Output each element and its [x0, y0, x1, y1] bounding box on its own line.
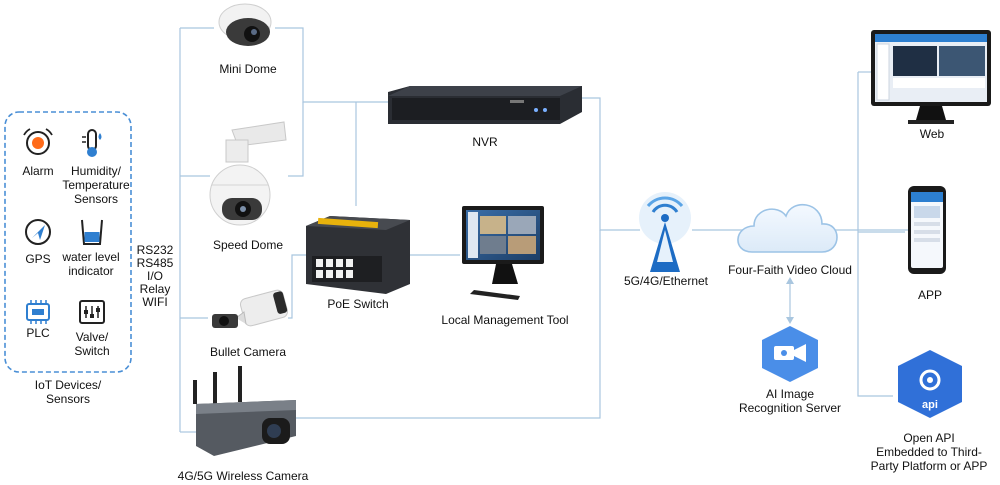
- api-label: Open API Embedded to Third- Party Platfo…: [870, 431, 988, 473]
- interface-list: RS232 RS485 I/O Relay WIFI: [130, 244, 180, 309]
- wireless-camera-icon: [193, 366, 296, 456]
- iot-label-gps: GPS: [25, 252, 51, 266]
- interface-rs485: RS485: [136, 256, 174, 270]
- iot-label-plc: PLC: [26, 326, 50, 340]
- water-level-icon: [81, 219, 103, 245]
- iot-label-valve: Valve/ Switch: [74, 330, 110, 358]
- cloud-icon: [737, 203, 838, 253]
- interface-io: I/O: [146, 269, 163, 283]
- speed-dome-label: Speed Dome: [212, 238, 284, 252]
- wireless-camera-label: 4G/5G Wireless Camera: [177, 469, 309, 483]
- ai-camera-icon: [762, 326, 818, 382]
- network-label: 5G/4G/Ethernet: [623, 274, 709, 288]
- web-label: Web: [919, 127, 945, 141]
- web-monitor-icon: [871, 30, 991, 124]
- iot-label-alarm: Alarm: [22, 164, 54, 178]
- interface-relay: Relay: [139, 282, 171, 296]
- iot-label-water-level: water level indicator: [62, 250, 120, 278]
- app-label: APP: [917, 288, 942, 302]
- cloud-label: Four-Faith Video Cloud: [728, 263, 852, 277]
- local-tool-label: Local Management Tool: [441, 313, 569, 327]
- iot-group-label: IoT Devices/ Sensors: [34, 378, 102, 406]
- api-badge-label: api: [922, 399, 938, 411]
- gps-icon: [25, 219, 51, 245]
- cell-tower-icon: [639, 192, 691, 272]
- plc-icon: [26, 300, 50, 324]
- poe-switch-icon: [306, 216, 410, 294]
- monitor-icon: [462, 206, 544, 300]
- poe-switch-label: PoE Switch: [327, 297, 389, 311]
- nvr-icon: [388, 86, 582, 124]
- ai-link-arrows: [786, 277, 794, 324]
- api-icon: [898, 350, 962, 418]
- interface-rs232: RS232: [136, 243, 174, 257]
- iot-label-humidity: Humidity/ Temperature Sensors: [62, 164, 130, 206]
- alarm-icon: [23, 128, 53, 155]
- iot-group-box: [4, 111, 132, 373]
- nvr-label: NVR: [472, 135, 498, 149]
- valve-switch-icon: [79, 300, 105, 324]
- interface-wifi: WIFI: [142, 295, 168, 309]
- phone-icon: [908, 186, 946, 274]
- bullet-camera-label: Bullet Camera: [209, 345, 287, 359]
- connector-lines: [179, 27, 910, 433]
- bullet-camera-icon: [212, 289, 289, 328]
- ai-server-label: AI Image Recognition Server: [738, 387, 842, 415]
- mini-dome-label: Mini Dome: [219, 62, 277, 76]
- humidity-sensor-icon: [82, 129, 102, 157]
- speed-dome-camera-icon: [209, 121, 287, 226]
- mini-dome-camera-icon: [218, 3, 272, 46]
